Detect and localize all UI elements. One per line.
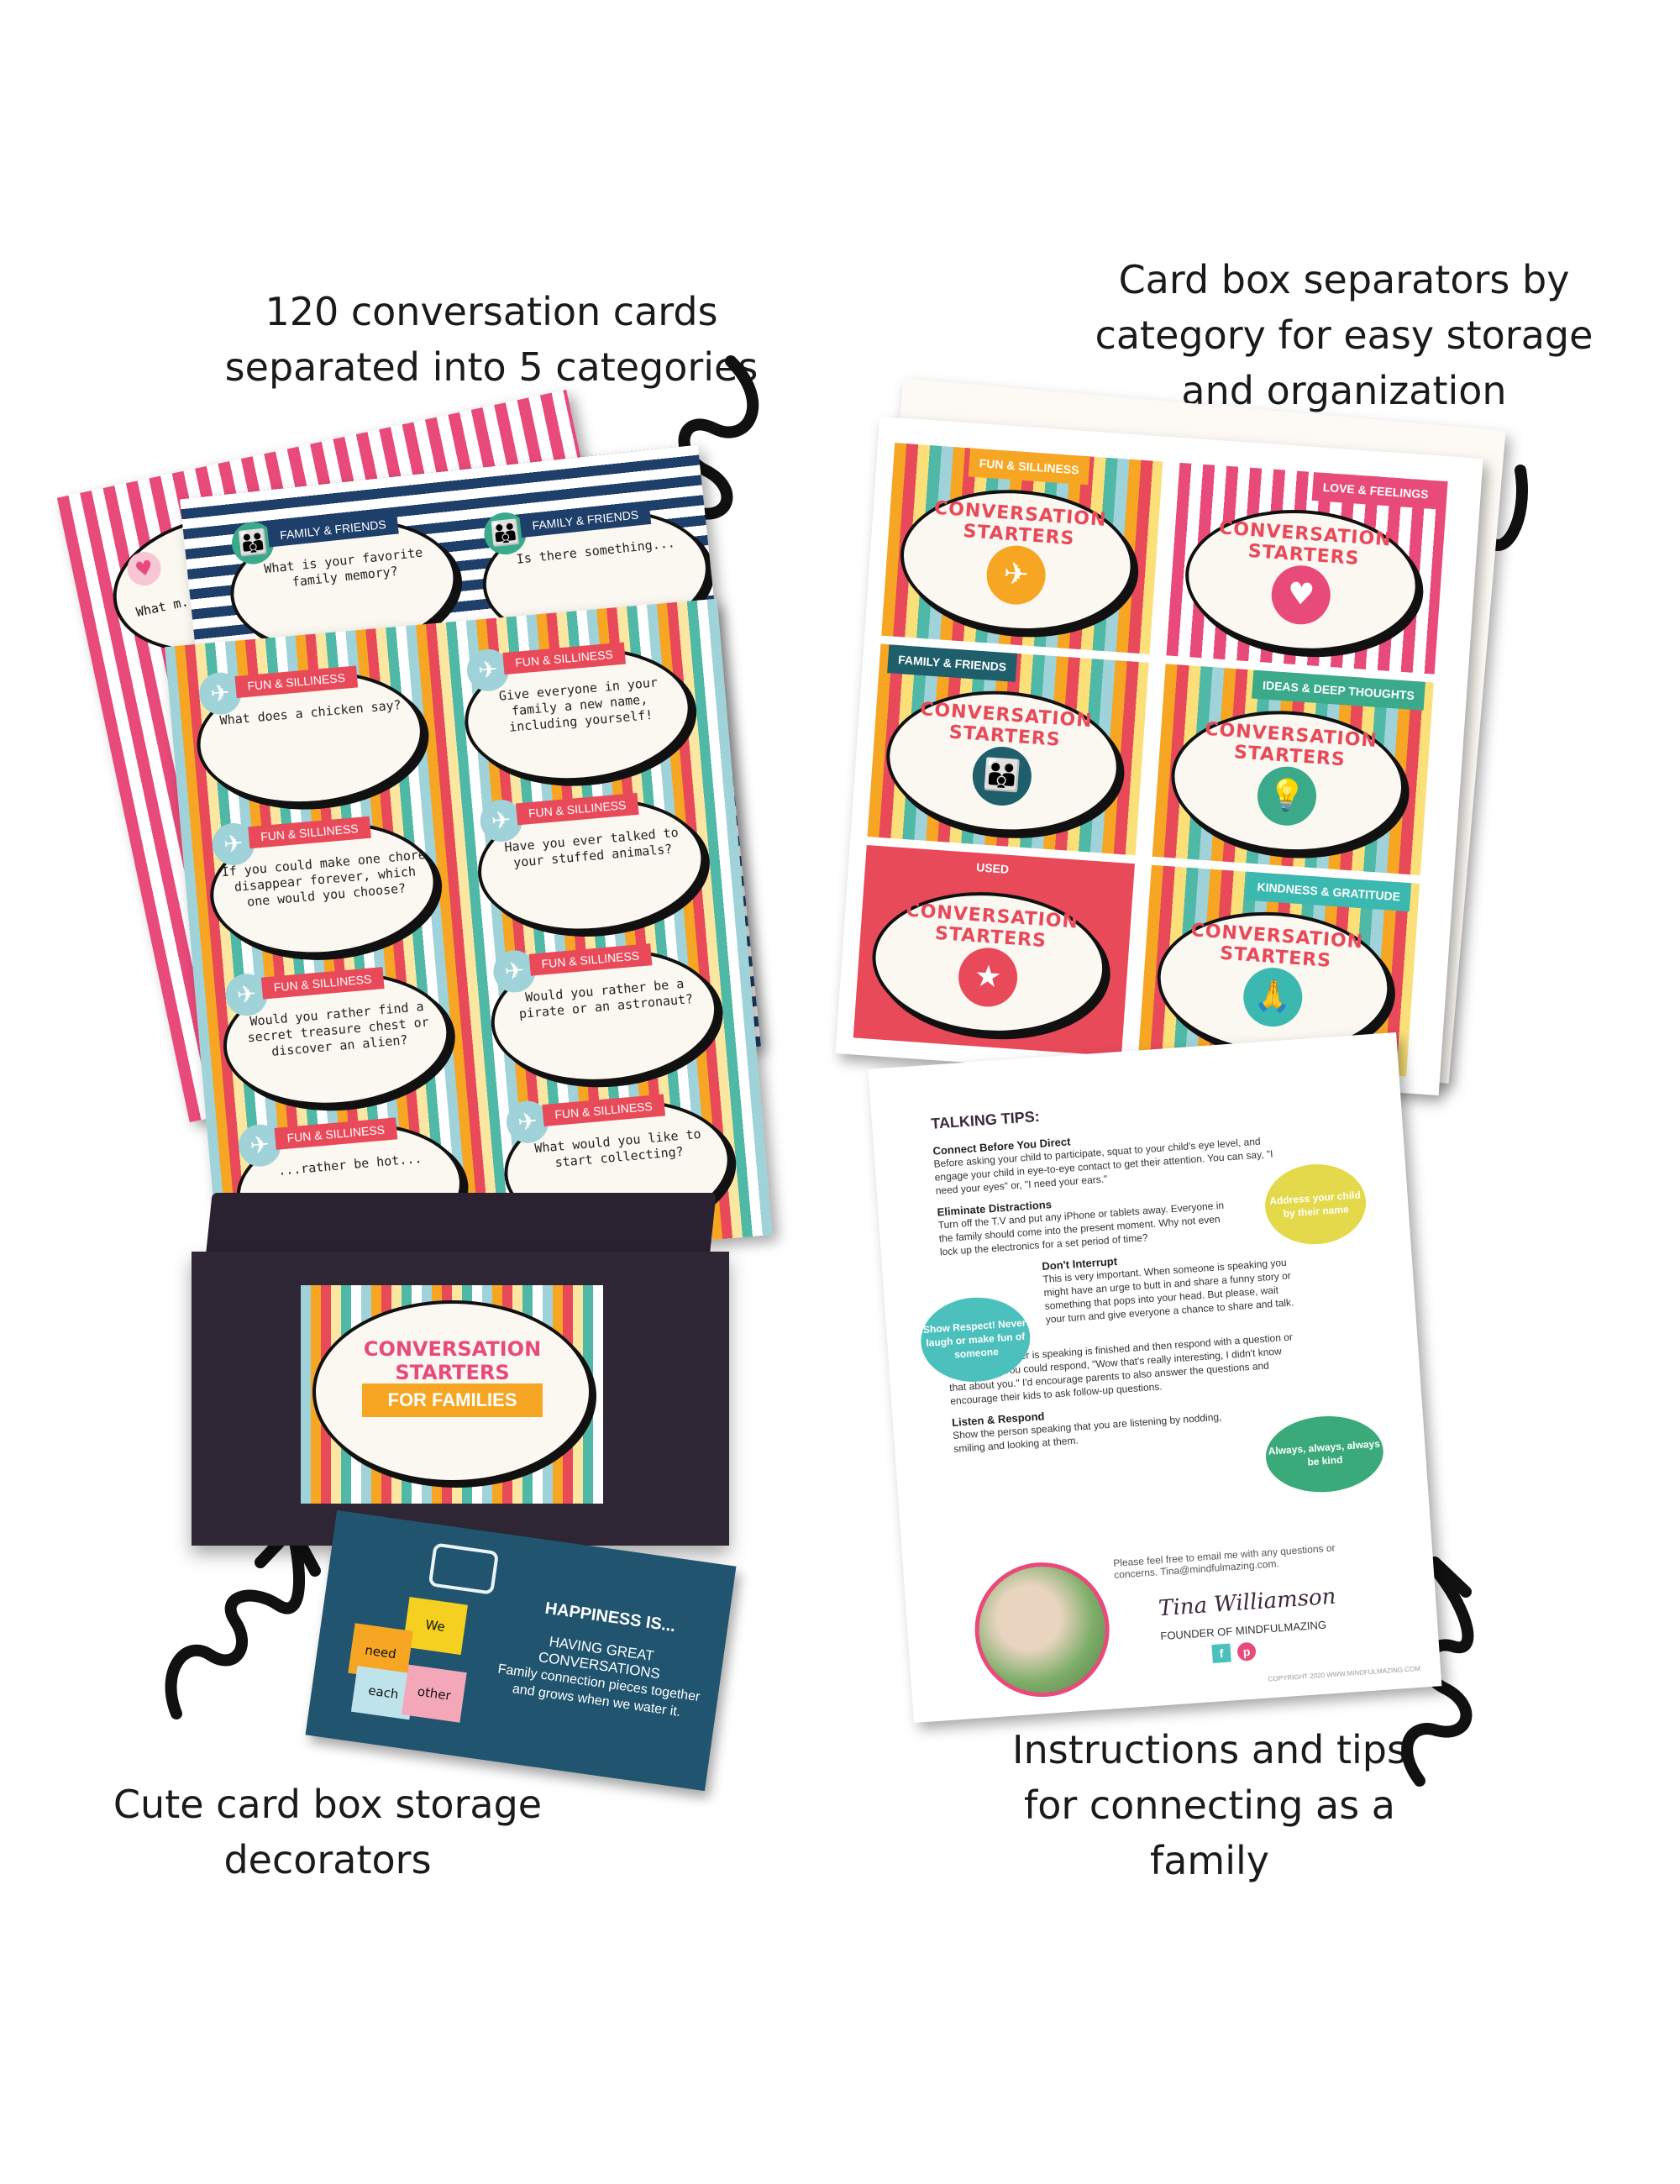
facebook-icon[interactable]: f bbox=[1211, 1643, 1231, 1664]
box-label-bubble: CONVERSATION STARTERS FOR FAMILIES bbox=[312, 1300, 592, 1483]
separator-title: CONVERSATION STARTERS bbox=[1218, 517, 1393, 570]
box-label: CONVERSATION STARTERS FOR FAMILIES bbox=[301, 1285, 603, 1504]
separator-ideas: IDEAS & DEEP THOUGHTS CONVERSATION START… bbox=[1152, 664, 1434, 876]
caption-decorators: Cute card box storage decorators bbox=[113, 1782, 543, 1882]
separator-title: CONVERSATION STARTERS bbox=[905, 900, 1079, 953]
author-role: FOUNDER OF MINDFULMAZING bbox=[1159, 1618, 1327, 1643]
separator-used: USED CONVERSATION STARTERS ★ bbox=[853, 844, 1135, 1057]
separator-family: FAMILY & FRIENDS CONVERSATION STARTERS 👪 bbox=[867, 643, 1149, 856]
caption-cards: 120 conversation cards separated into 5 … bbox=[224, 289, 759, 390]
heart-icon: ♥ bbox=[1269, 563, 1333, 627]
box-label-title: CONVERSATION STARTERS bbox=[363, 1337, 542, 1384]
star-icon: ★ bbox=[956, 946, 1020, 1009]
card-box: CONVERSATION STARTERS FOR FAMILIES bbox=[192, 1193, 729, 1546]
tips-sheet: TALKING TIPS: Connect Before You Direct … bbox=[868, 1032, 1442, 1724]
airplane-icon: ✈ bbox=[984, 543, 1047, 606]
separator-title: CONVERSATION STARTERS bbox=[1204, 718, 1378, 771]
separator-fun: FUN & SILLINESS CONVERSATION STARTERS ✈ bbox=[881, 443, 1163, 654]
puzzle-piece: We bbox=[402, 1596, 468, 1656]
separator-tab: FUN & SILLINESS bbox=[968, 448, 1090, 486]
watering-can-icon bbox=[428, 1542, 500, 1595]
praying-hands-icon: 🙏 bbox=[1241, 965, 1305, 1029]
puzzle-piece: other bbox=[402, 1664, 467, 1723]
card-sheet-front: ✈ FUN & SILLINESS What does a chicken sa… bbox=[165, 598, 773, 1284]
separator-tab: IDEAS & DEEP THOUGHTS bbox=[1252, 669, 1425, 711]
happiness-card: We need each other HAPPINESS IS... HAVIN… bbox=[305, 1509, 737, 1792]
separator-tab: USED bbox=[965, 852, 1021, 885]
contact-text: Please feel free to email me with any qu… bbox=[1112, 1541, 1336, 1581]
author-photo bbox=[970, 1557, 1114, 1702]
separator-tab: LOVE & FEELINGS bbox=[1311, 472, 1440, 510]
separator-tab: FAMILY & FRIENDS bbox=[887, 644, 1018, 682]
box-label-subtitle: FOR FAMILIES bbox=[362, 1383, 543, 1417]
caption-instructions: Instructions and tips for connecting as … bbox=[1012, 1727, 1407, 1883]
separator-sheet: FUN & SILLINESS CONVERSATION STARTERS ✈ … bbox=[835, 416, 1483, 1096]
separator-love: LOVE & FEELINGS CONVERSATION STARTERS ♥ bbox=[1166, 462, 1448, 675]
copyright-text: COPYRIGHT 2020 WWW.MINDFULMAZING.COM bbox=[1268, 1664, 1421, 1683]
heart-icon: ♥ bbox=[123, 549, 165, 589]
signature: Tina Williamson bbox=[1158, 1583, 1337, 1622]
lightbulb-icon: 💡 bbox=[1255, 764, 1319, 828]
separator-title: CONVERSATION STARTERS bbox=[1189, 920, 1364, 972]
separator-title: CONVERSATION STARTERS bbox=[919, 699, 1094, 751]
separator-title: CONVERSATION STARTERS bbox=[933, 497, 1108, 550]
family-icon: 👪 bbox=[970, 744, 1034, 808]
separator-tab: KINDNESS & GRATITUDE bbox=[1246, 871, 1412, 912]
caption-separators: Card box separators by category for easy… bbox=[1095, 257, 1593, 413]
puzzle-icon: We need each other bbox=[342, 1590, 484, 1732]
pinterest-icon[interactable]: p bbox=[1236, 1641, 1257, 1662]
